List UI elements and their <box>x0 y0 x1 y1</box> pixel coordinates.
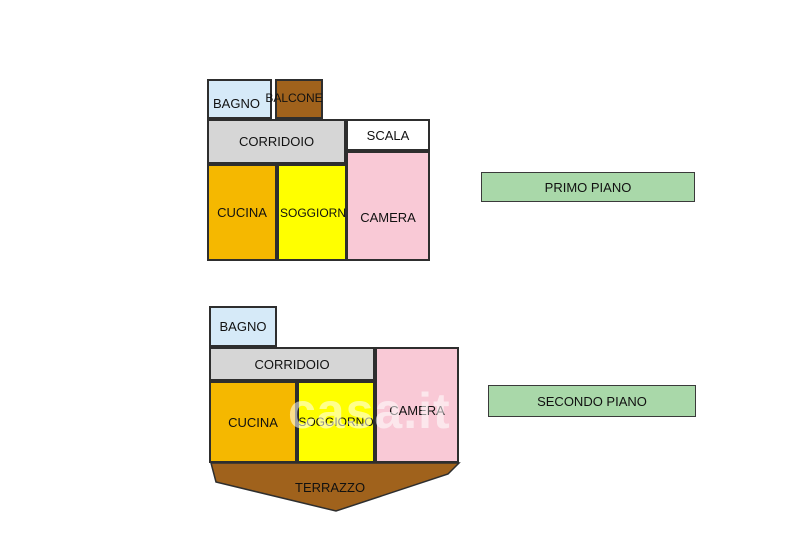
room-corridoio-1: CORRIDOIO <box>207 119 346 164</box>
floor-label-text: SECONDO PIANO <box>537 393 647 409</box>
room-label: SOGGIORNO <box>280 205 347 220</box>
floor-label-primo-piano: PRIMO PIANO <box>481 172 695 202</box>
room-bagno-2: BAGNO <box>209 306 277 347</box>
floor-label-text: PRIMO PIANO <box>544 179 632 195</box>
room-balcone-1: BALCONE <box>265 79 323 119</box>
room-label-terrazzo: TERRAZZO <box>295 480 366 495</box>
room-label: CAMERA <box>389 402 445 418</box>
watermark-logo: casa.it <box>288 383 451 439</box>
room-label: CAMERA <box>360 209 416 225</box>
room-label: BAGNO <box>213 95 260 111</box>
room-label: BALCONE <box>265 91 323 105</box>
room-bagno-1: BAGNO <box>207 79 272 119</box>
room-label: CORRIDOIO <box>254 356 330 372</box>
floor-label-secondo-piano: SECONDO PIANO <box>488 385 696 417</box>
room-scala-1: SCALA <box>346 119 430 151</box>
room-corridoio-2: CORRIDOIO <box>209 347 375 381</box>
room-label: BAGNO <box>219 319 267 334</box>
room-cucina-2: CUCINA <box>209 381 297 463</box>
room-label: CORRIDOIO <box>238 134 315 149</box>
room-camera-2: CAMERA <box>375 347 459 463</box>
room-label: SOGGIORNO <box>298 415 374 429</box>
room-label: SCALA <box>366 127 410 143</box>
room-camera-1: CAMERA <box>346 151 430 261</box>
room-label: CUCINA <box>228 414 278 430</box>
room-soggiorno-2: SOGGIORNO <box>297 381 375 463</box>
room-cucina-1: CUCINA <box>207 164 277 261</box>
room-label: CUCINA <box>217 205 267 220</box>
